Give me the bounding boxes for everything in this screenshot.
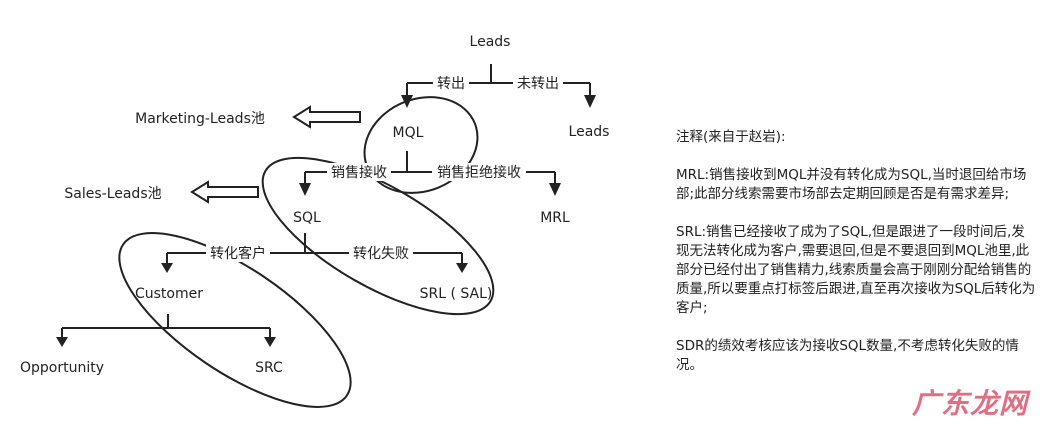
hollow-arrow-sales	[190, 180, 259, 204]
edge-sales-accept: 销售接收	[331, 164, 387, 181]
arrowhead-sales-accept	[299, 183, 311, 196]
arrowhead-src	[264, 337, 276, 347]
edge-convert-fail: 转化失败	[353, 246, 409, 262]
notes-sdr: SDR的绩效考核应该为接收SQL数量,不考虑转化失败的情况。	[676, 338, 1019, 373]
sql-ellipse	[261, 156, 495, 316]
edge-not-convert: 未转出	[517, 76, 559, 92]
node-customer: Customer	[135, 286, 203, 302]
node-sales-pool: Sales-Leads池	[64, 186, 161, 202]
edge-sales-reject: 销售拒绝接收	[437, 164, 521, 181]
arrowhead-not-convert	[584, 95, 596, 108]
arrowhead-convert	[401, 95, 413, 108]
customer-ellipse	[118, 232, 352, 408]
arrowhead-sales-reject	[549, 183, 561, 196]
arrowhead-opportunity	[56, 337, 68, 347]
notes-mrl: MRL:销售接收到MQL并没有转化成为SQL,当时退回给市场部;此部分线索需要市…	[676, 167, 1027, 202]
notes-srl: SRL:销售已经接收了成为了SQL,但是跟进了一段时间后,发现无法转化成为客户,…	[676, 224, 1036, 316]
mql-ellipse	[363, 96, 479, 194]
node-srl: SRL ( SAL)	[420, 286, 493, 302]
hollow-arrow-marketing	[292, 105, 361, 129]
node-leads-top: Leads	[470, 34, 511, 50]
edge-convert: 转出	[437, 76, 465, 92]
node-mrl: MRL	[540, 210, 570, 226]
notes-title: 注释(来自于赵岩):	[676, 129, 786, 145]
edge-to-customer: 转化客户	[210, 245, 266, 262]
node-opportunity: Opportunity	[20, 360, 104, 376]
node-marketing-pool: Marketing-Leads池	[135, 111, 265, 127]
node-mql: MQL	[393, 125, 424, 141]
notes-panel: 注释(来自于赵岩): MRL:销售接收到MQL并没有转化成为SQL,当时退回给市…	[676, 128, 1036, 394]
arrowhead-convert-fail	[456, 263, 468, 273]
node-src: SRC	[255, 360, 283, 376]
arrowhead-to-customer	[161, 263, 173, 273]
watermark-logo: 广东龙网	[912, 387, 1029, 420]
node-leads-right: Leads	[569, 124, 610, 140]
node-sql: SQL	[293, 210, 321, 226]
